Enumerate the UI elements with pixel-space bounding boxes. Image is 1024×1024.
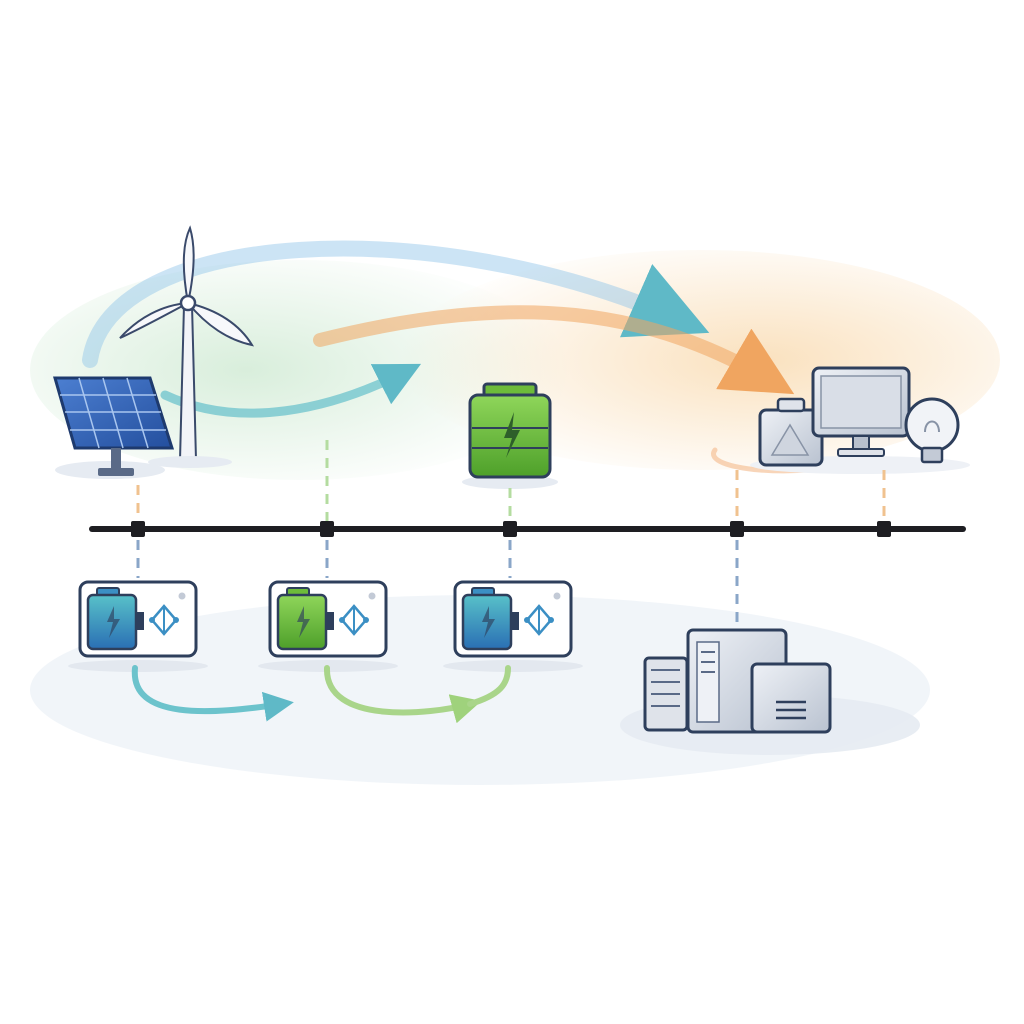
lower-energy-flows <box>131 665 511 724</box>
battery-module-icon <box>68 580 208 672</box>
bus-node-1 <box>131 521 145 537</box>
bus-node-3 <box>503 521 517 537</box>
bus-node-2 <box>320 521 334 537</box>
battery-icon <box>462 382 558 489</box>
solar-panel-icon <box>53 376 175 479</box>
flow-teal-lower <box>131 665 294 722</box>
light-bulb-icon <box>904 397 960 464</box>
battery-module-icon <box>443 580 583 672</box>
monitor-icon <box>811 366 911 457</box>
consumer-loads <box>750 366 970 474</box>
flow-green-lower <box>323 665 482 724</box>
battery-modules <box>68 580 583 672</box>
battery-module-icon <box>258 580 398 672</box>
flow-blue-arc <box>82 240 710 368</box>
flow-green-return <box>467 665 511 707</box>
flow-orange-arc <box>313 305 795 395</box>
background-washes <box>30 250 1000 785</box>
dashed-connectors <box>136 440 886 625</box>
bus-nodes <box>131 521 891 537</box>
server-rack-icon <box>643 628 832 734</box>
power-bus <box>89 521 966 537</box>
bus-node-5 <box>877 521 891 537</box>
wind-turbine-icon <box>119 225 255 468</box>
bus-node-4 <box>730 521 744 537</box>
